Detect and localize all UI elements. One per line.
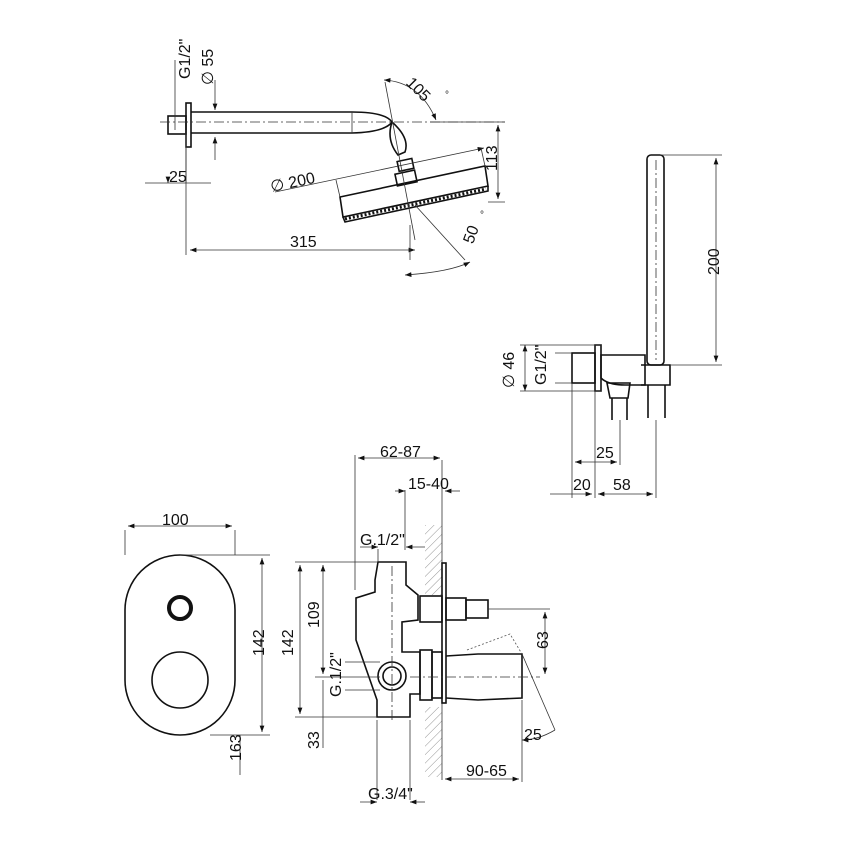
handle-diameter-label: 25 xyxy=(524,727,542,744)
height-lower-label: 33 xyxy=(306,731,323,749)
shower-arm-view: G1/2" ∅ 55 105 ° 113 ∅ 200 25 315 50 ° xyxy=(145,39,505,277)
tilt-degree-label: ° xyxy=(445,90,449,101)
plate-height-label: 142 xyxy=(251,629,268,656)
tilt-angle-label: 105 xyxy=(402,74,433,105)
wall-range-label: 15-40 xyxy=(408,476,449,493)
handle-offset-label: 63 xyxy=(535,631,552,649)
top-thread-label: G.1/2" xyxy=(360,532,405,549)
plate-width-label: 100 xyxy=(162,512,189,529)
head-diameter-label: ∅ 200 xyxy=(269,170,317,196)
hand-thread-label: G1/2" xyxy=(533,345,550,385)
arm-thread-label: G1/2" xyxy=(177,39,194,79)
arm-diameter-label: ∅ 55 xyxy=(200,49,217,85)
swivel-angle-label: 50 xyxy=(461,223,483,246)
projection-range-label: 90-65 xyxy=(466,763,507,780)
depth-label: 58 xyxy=(613,477,631,494)
height-total-label: 142 xyxy=(280,629,297,656)
depth-range-label: 62-87 xyxy=(380,444,421,461)
head-height-label: 113 xyxy=(484,145,501,171)
cover-plate-view: 100 142 163 xyxy=(124,512,270,775)
flange-depth-label: 25 xyxy=(169,169,187,186)
projection-label: 315 xyxy=(290,234,317,251)
side-thread-label: G.1/2" xyxy=(328,652,345,697)
outlet-diameter-label: ∅ 46 xyxy=(501,352,518,388)
flange-label: 20 xyxy=(573,477,591,494)
hand-shower-view: 200 ∅ 46 G1/2" 25 20 58 xyxy=(501,154,723,498)
bottom-thread-label: G.3/4" xyxy=(368,786,413,803)
hose-offset-label: 25 xyxy=(596,445,614,462)
plate-total-height-label: 163 xyxy=(228,734,245,761)
height-upper-label: 109 xyxy=(306,601,323,628)
swivel-degree-label: ° xyxy=(480,210,484,221)
mixer-body-view: 62-87 15-40 G.1/2" 109 142 63 G.1/2" 33 … xyxy=(280,444,556,805)
hand-shower-length-label: 200 xyxy=(706,248,723,275)
